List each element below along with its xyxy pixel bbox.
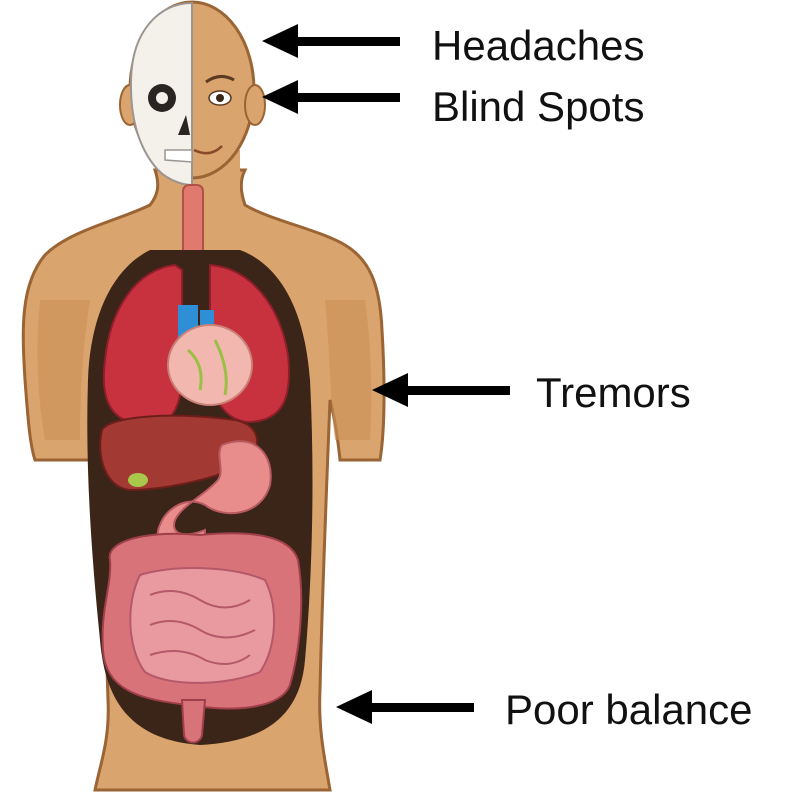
label-tremors: Tremors	[536, 372, 691, 414]
label-poor-balance: Poor balance	[505, 689, 753, 731]
arrow-tremors	[372, 373, 510, 407]
small-intestine	[130, 568, 274, 683]
skull-eye	[156, 92, 168, 104]
face-pupil	[216, 94, 224, 102]
arrow-poor-balance	[336, 690, 474, 724]
rectum	[182, 700, 205, 743]
skull-teeth	[165, 150, 192, 162]
gallbladder	[128, 473, 148, 487]
arrow-headaches	[262, 24, 400, 58]
arrow-blind-spots	[262, 80, 400, 114]
right-ear	[245, 85, 265, 125]
right-arm-shade	[325, 300, 371, 440]
label-blind-spots: Blind Spots	[432, 86, 644, 128]
label-headaches: Headaches	[432, 25, 644, 67]
